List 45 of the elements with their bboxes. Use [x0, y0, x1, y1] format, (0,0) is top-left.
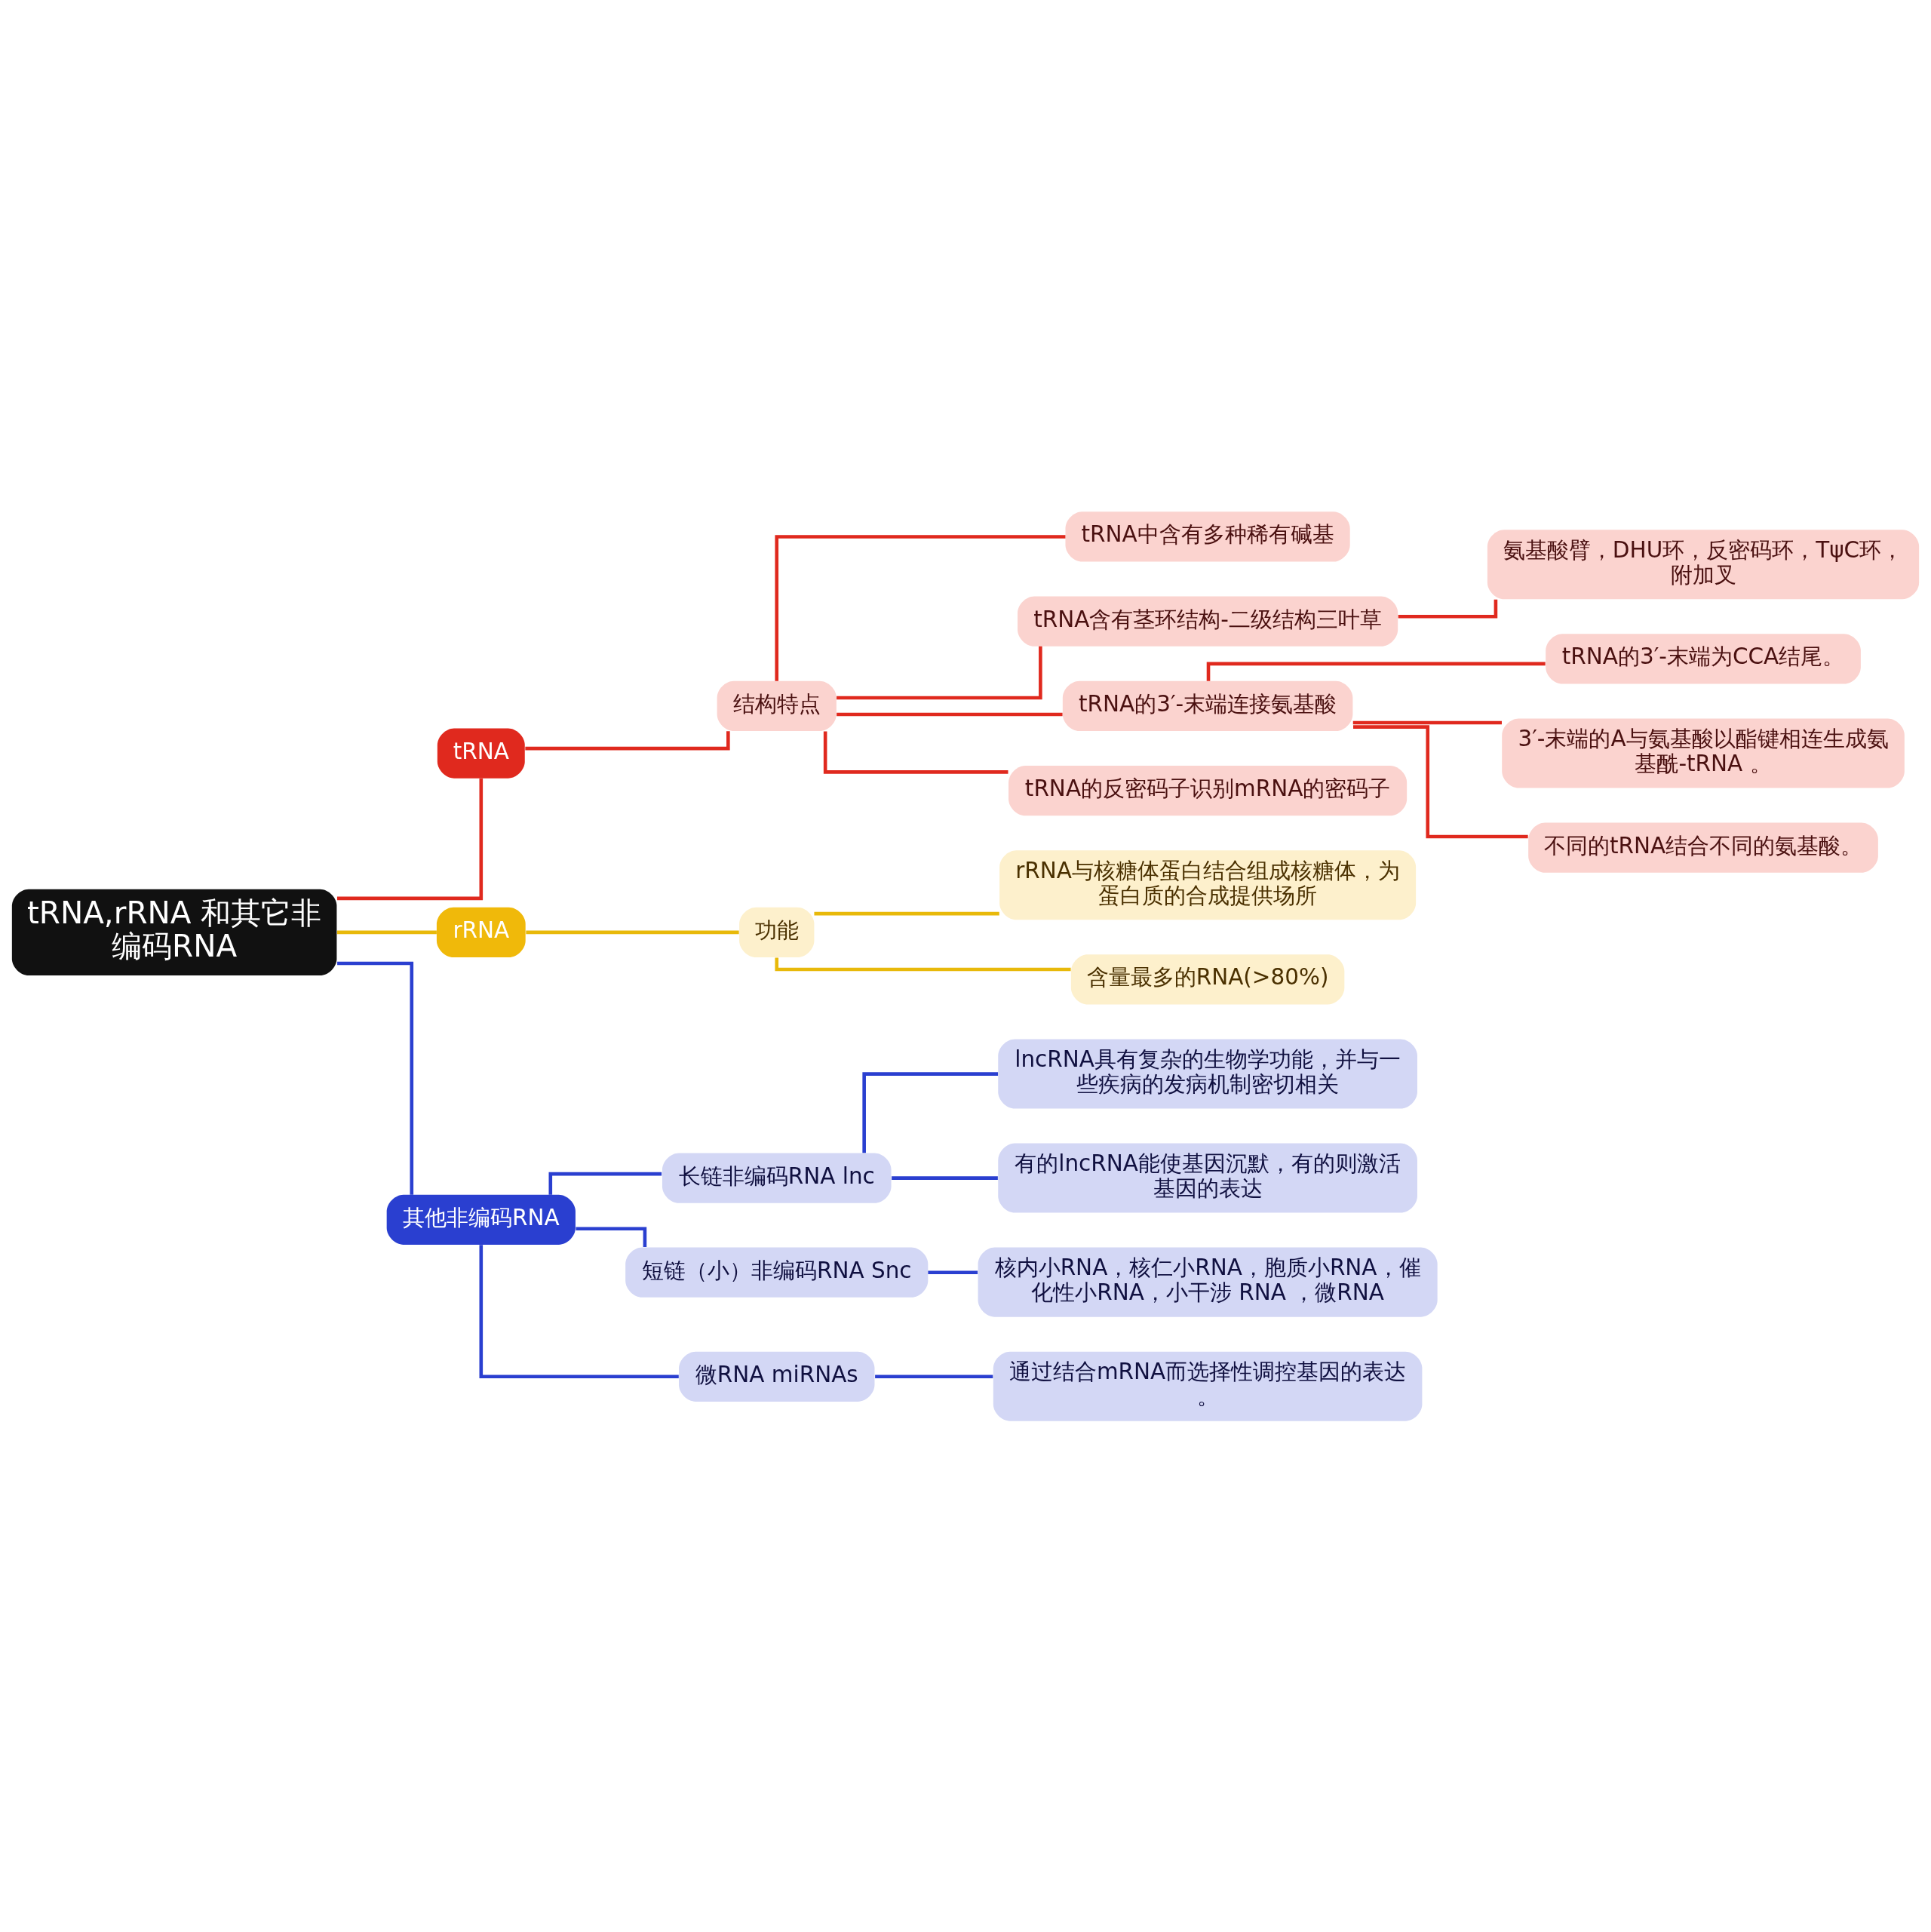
node-box: tRNA中含有多种稀有碱基 — [1065, 511, 1350, 562]
connector — [548, 1172, 662, 1195]
node-box: 短链（小）非编码RNA Snc — [625, 1247, 929, 1298]
node-box: 结构特点 — [717, 680, 837, 731]
connector — [875, 1374, 993, 1378]
connector — [525, 730, 730, 750]
connector — [1206, 662, 1546, 681]
node-box: 功能 — [739, 907, 815, 957]
node-box: rRNA与核糖体蛋白结合组成核糖体，为蛋白质的合成提供场所 — [999, 849, 1417, 920]
node-box: tRNA — [437, 727, 525, 779]
node-box: rRNA — [436, 907, 526, 957]
connector — [337, 961, 414, 1195]
node-box: 3′-末端的A与氨基酸以酯键相连生成氨基酰-tRNA 。 — [1502, 718, 1905, 788]
node-box: tRNA含有茎环结构-二级结构三叶草 — [1018, 596, 1398, 647]
connector — [928, 1270, 978, 1274]
connector — [1353, 724, 1528, 838]
connector — [576, 1227, 647, 1247]
node-box: tRNA的3′-末端为CCA结尾。 — [1546, 633, 1861, 684]
connector — [892, 1175, 998, 1180]
connector — [862, 1071, 999, 1153]
connector — [336, 930, 437, 934]
connector — [837, 712, 1063, 716]
connector — [479, 1244, 679, 1378]
connector — [814, 911, 999, 915]
node-box: 不同的tRNA结合不同的氨基酸。 — [1528, 822, 1878, 873]
connector — [823, 731, 1008, 774]
node-box: 微RNA miRNAs — [679, 1351, 875, 1402]
connector — [775, 957, 1071, 971]
connector — [336, 778, 484, 900]
node-box: lncRNA具有复杂的生物学功能，并与一些疾病的发病机制密切相关 — [998, 1039, 1417, 1109]
connector — [1398, 599, 1498, 619]
connector — [837, 646, 1042, 699]
node-box: 氨基酸臂，DHU环，反密码环，TψC环，附加叉 — [1487, 529, 1920, 599]
node-box: tRNA,rRNA 和其它非编码RNA — [11, 889, 337, 975]
connector — [775, 534, 1066, 681]
connector — [1352, 720, 1502, 724]
node-box: 长链非编码RNA lnc — [662, 1153, 892, 1203]
node-box: 核内小RNA，核仁小RNA，胞质小RNA，催化性小RNA，小干涉 RNA ，微RNA — [978, 1247, 1438, 1317]
node-box: 其他非编码RNA — [386, 1194, 576, 1245]
node-box: 有的lncRNA能使基因沉默，有的则激活基因的表达 — [998, 1143, 1417, 1213]
connector — [526, 930, 739, 934]
node-box: tRNA的反密码子识别mRNA的密码子 — [1008, 765, 1408, 815]
node-box: 含量最多的RNA(>80%) — [1070, 954, 1345, 1005]
node-box: tRNA的3′-末端连接氨基酸 — [1062, 680, 1353, 731]
node-box: 通过结合mRNA而选择性调控基因的表达。 — [993, 1351, 1423, 1421]
